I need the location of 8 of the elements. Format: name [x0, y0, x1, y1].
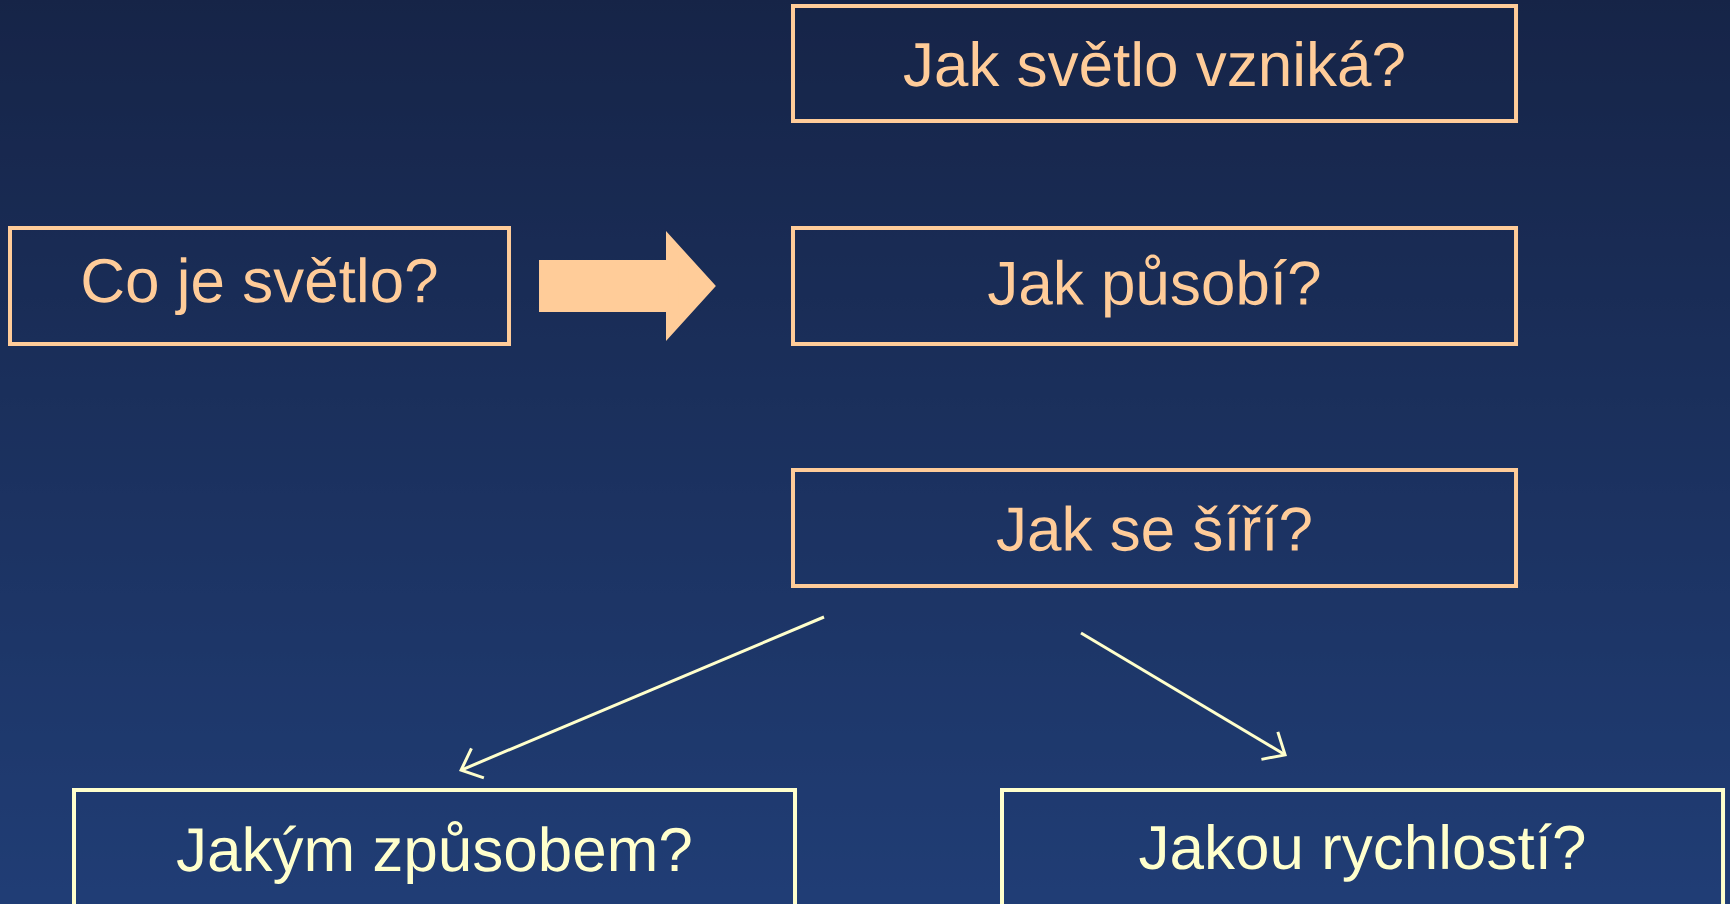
question-box: Jak se šíří?	[791, 468, 1519, 588]
question-box: Co je světlo?	[8, 226, 511, 346]
question-box: Jakou rychlostí?	[1000, 788, 1726, 904]
question-box: Jak světlo vzniká?	[791, 4, 1519, 123]
arrow	[459, 615, 825, 780]
question-box: Jakým způsobem?	[72, 788, 797, 904]
question-box: Jak působí?	[791, 226, 1519, 346]
arrow	[1080, 631, 1287, 761]
